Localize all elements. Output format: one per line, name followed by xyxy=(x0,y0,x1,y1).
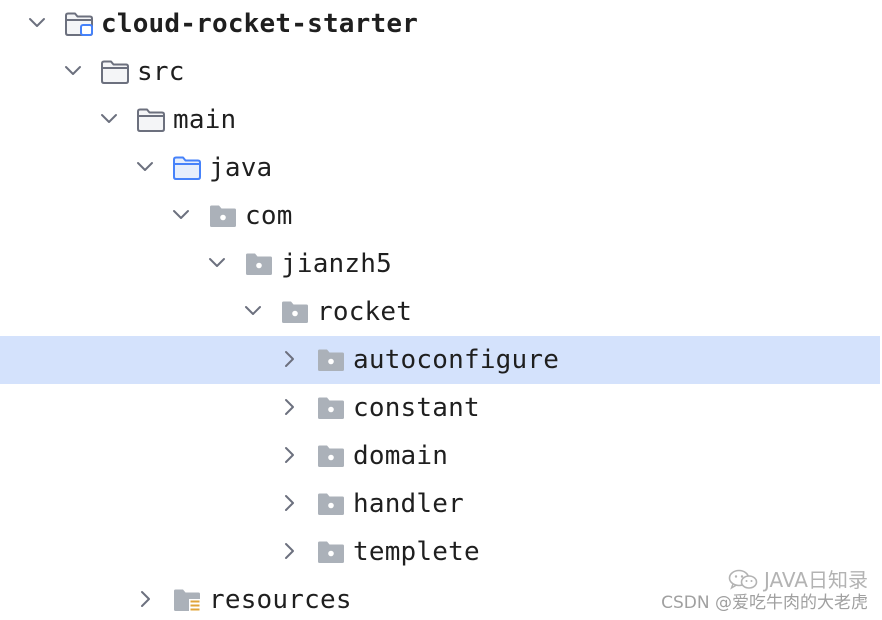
package-icon xyxy=(316,539,346,565)
tree-item-label: domain xyxy=(353,441,449,471)
chevron-right-icon[interactable] xyxy=(278,348,300,370)
package-icon xyxy=(316,443,346,469)
source-root-folder-icon xyxy=(172,155,202,181)
chevron-down-icon[interactable] xyxy=(206,252,228,274)
package-icon xyxy=(316,347,346,373)
tree-item-label: resources xyxy=(209,585,352,615)
tree-item-label: constant xyxy=(353,393,480,423)
folder-icon xyxy=(136,107,166,133)
watermark-credit: CSDN @爱吃牛肉的大老虎 xyxy=(661,593,868,613)
resources-folder-icon xyxy=(172,587,202,613)
tree-row-resources[interactable]: resources xyxy=(0,576,880,620)
tree-row-handler[interactable]: handler xyxy=(0,480,880,528)
chevron-down-icon[interactable] xyxy=(170,204,192,226)
chevron-right-icon[interactable] xyxy=(278,540,300,562)
tree-row-com[interactable]: com xyxy=(0,192,880,240)
tree-item-label: main xyxy=(173,105,237,135)
tree-item-label: templete xyxy=(353,537,480,567)
tree-row-domain[interactable]: domain xyxy=(0,432,880,480)
wechat-icon xyxy=(728,569,758,590)
tree-item-label: cloud-rocket-starter xyxy=(101,9,419,39)
chevron-down-icon[interactable] xyxy=(242,300,264,322)
tree-row-java[interactable]: java xyxy=(0,144,880,192)
package-icon xyxy=(280,299,310,325)
watermark-title: JAVA日知录 xyxy=(763,568,868,592)
watermark-title-row: JAVA日知录 xyxy=(661,568,868,592)
chevron-right-icon[interactable] xyxy=(278,396,300,418)
tree-row-cloud-rocket-starter[interactable]: cloud-rocket-starter xyxy=(0,0,880,48)
folder-icon xyxy=(100,59,130,85)
package-icon xyxy=(208,203,238,229)
tree-item-label: autoconfigure xyxy=(353,345,560,375)
tree-item-label: com xyxy=(245,201,293,231)
tree-item-label: src xyxy=(137,57,185,87)
package-icon xyxy=(316,395,346,421)
tree-row-constant[interactable]: constant xyxy=(0,384,880,432)
package-icon xyxy=(244,251,274,277)
chevron-down-icon[interactable] xyxy=(98,108,120,130)
module-folder-icon xyxy=(64,11,94,37)
watermark: JAVA日知录 CSDN @爱吃牛肉的大老虎 xyxy=(661,568,868,614)
chevron-right-icon[interactable] xyxy=(278,444,300,466)
tree-item-label: handler xyxy=(353,489,464,519)
chevron-right-icon[interactable] xyxy=(278,492,300,514)
tree-row-main[interactable]: main xyxy=(0,96,880,144)
chevron-down-icon[interactable] xyxy=(26,12,48,34)
tree-row-jianzh5[interactable]: jianzh5 xyxy=(0,240,880,288)
tree-item-label: jianzh5 xyxy=(281,249,392,279)
tree-item-label: java xyxy=(209,153,273,183)
chevron-right-icon[interactable] xyxy=(134,588,156,610)
package-icon xyxy=(316,491,346,517)
tree-item-label: rocket xyxy=(317,297,413,327)
tree-row-autoconfigure[interactable]: autoconfigure xyxy=(0,336,880,384)
chevron-down-icon[interactable] xyxy=(134,156,156,178)
tree-row-templete[interactable]: templete xyxy=(0,528,880,576)
tree-row-rocket[interactable]: rocket xyxy=(0,288,880,336)
chevron-down-icon[interactable] xyxy=(62,60,84,82)
tree-row-src[interactable]: src xyxy=(0,48,880,96)
